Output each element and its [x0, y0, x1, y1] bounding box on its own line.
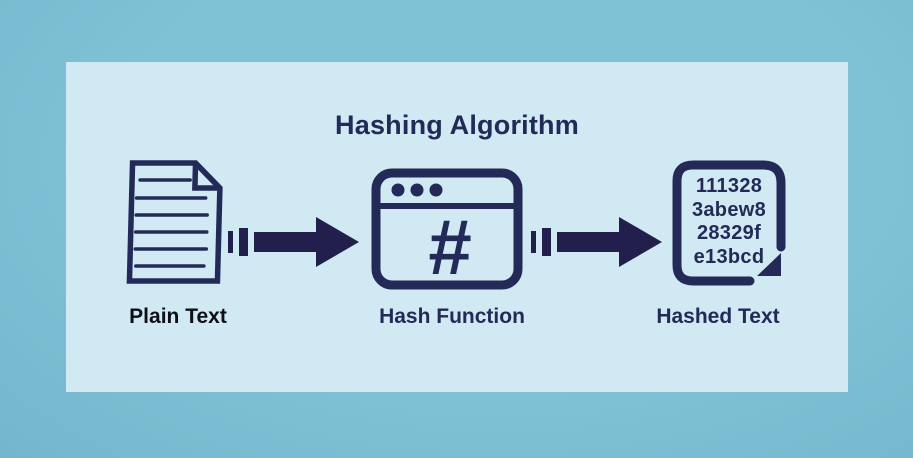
document-icon [126, 160, 223, 284]
hash-function-label: Hash Function [379, 305, 525, 328]
hash-output-line: 111328 [695, 175, 763, 197]
browser-window-icon: # [371, 168, 523, 290]
hash-output-line: e13bcd [693, 245, 765, 268]
document-text-lines-icon [133, 178, 209, 268]
flow-arrow-right-icon [228, 217, 359, 267]
hash-symbol: # [427, 203, 471, 290]
window-dots-icon [391, 183, 443, 197]
hash-output-line: 3abew8 [691, 198, 767, 221]
plain-text-label: Plain Text [129, 305, 227, 328]
hashed-text-label: Hashed Text [656, 305, 780, 328]
hash-output-line: 28329f [696, 222, 762, 244]
folded-corner-icon [757, 253, 781, 276]
folded-document-icon [672, 160, 786, 286]
diagram-title: Hashing Algorithm [335, 110, 579, 140]
diagram-panel: Hashing Algorithm [66, 62, 848, 392]
hash-output-text: 111328 3abew8 28329f e13bcd [682, 175, 776, 269]
flow-arrow-right-icon [531, 217, 662, 267]
